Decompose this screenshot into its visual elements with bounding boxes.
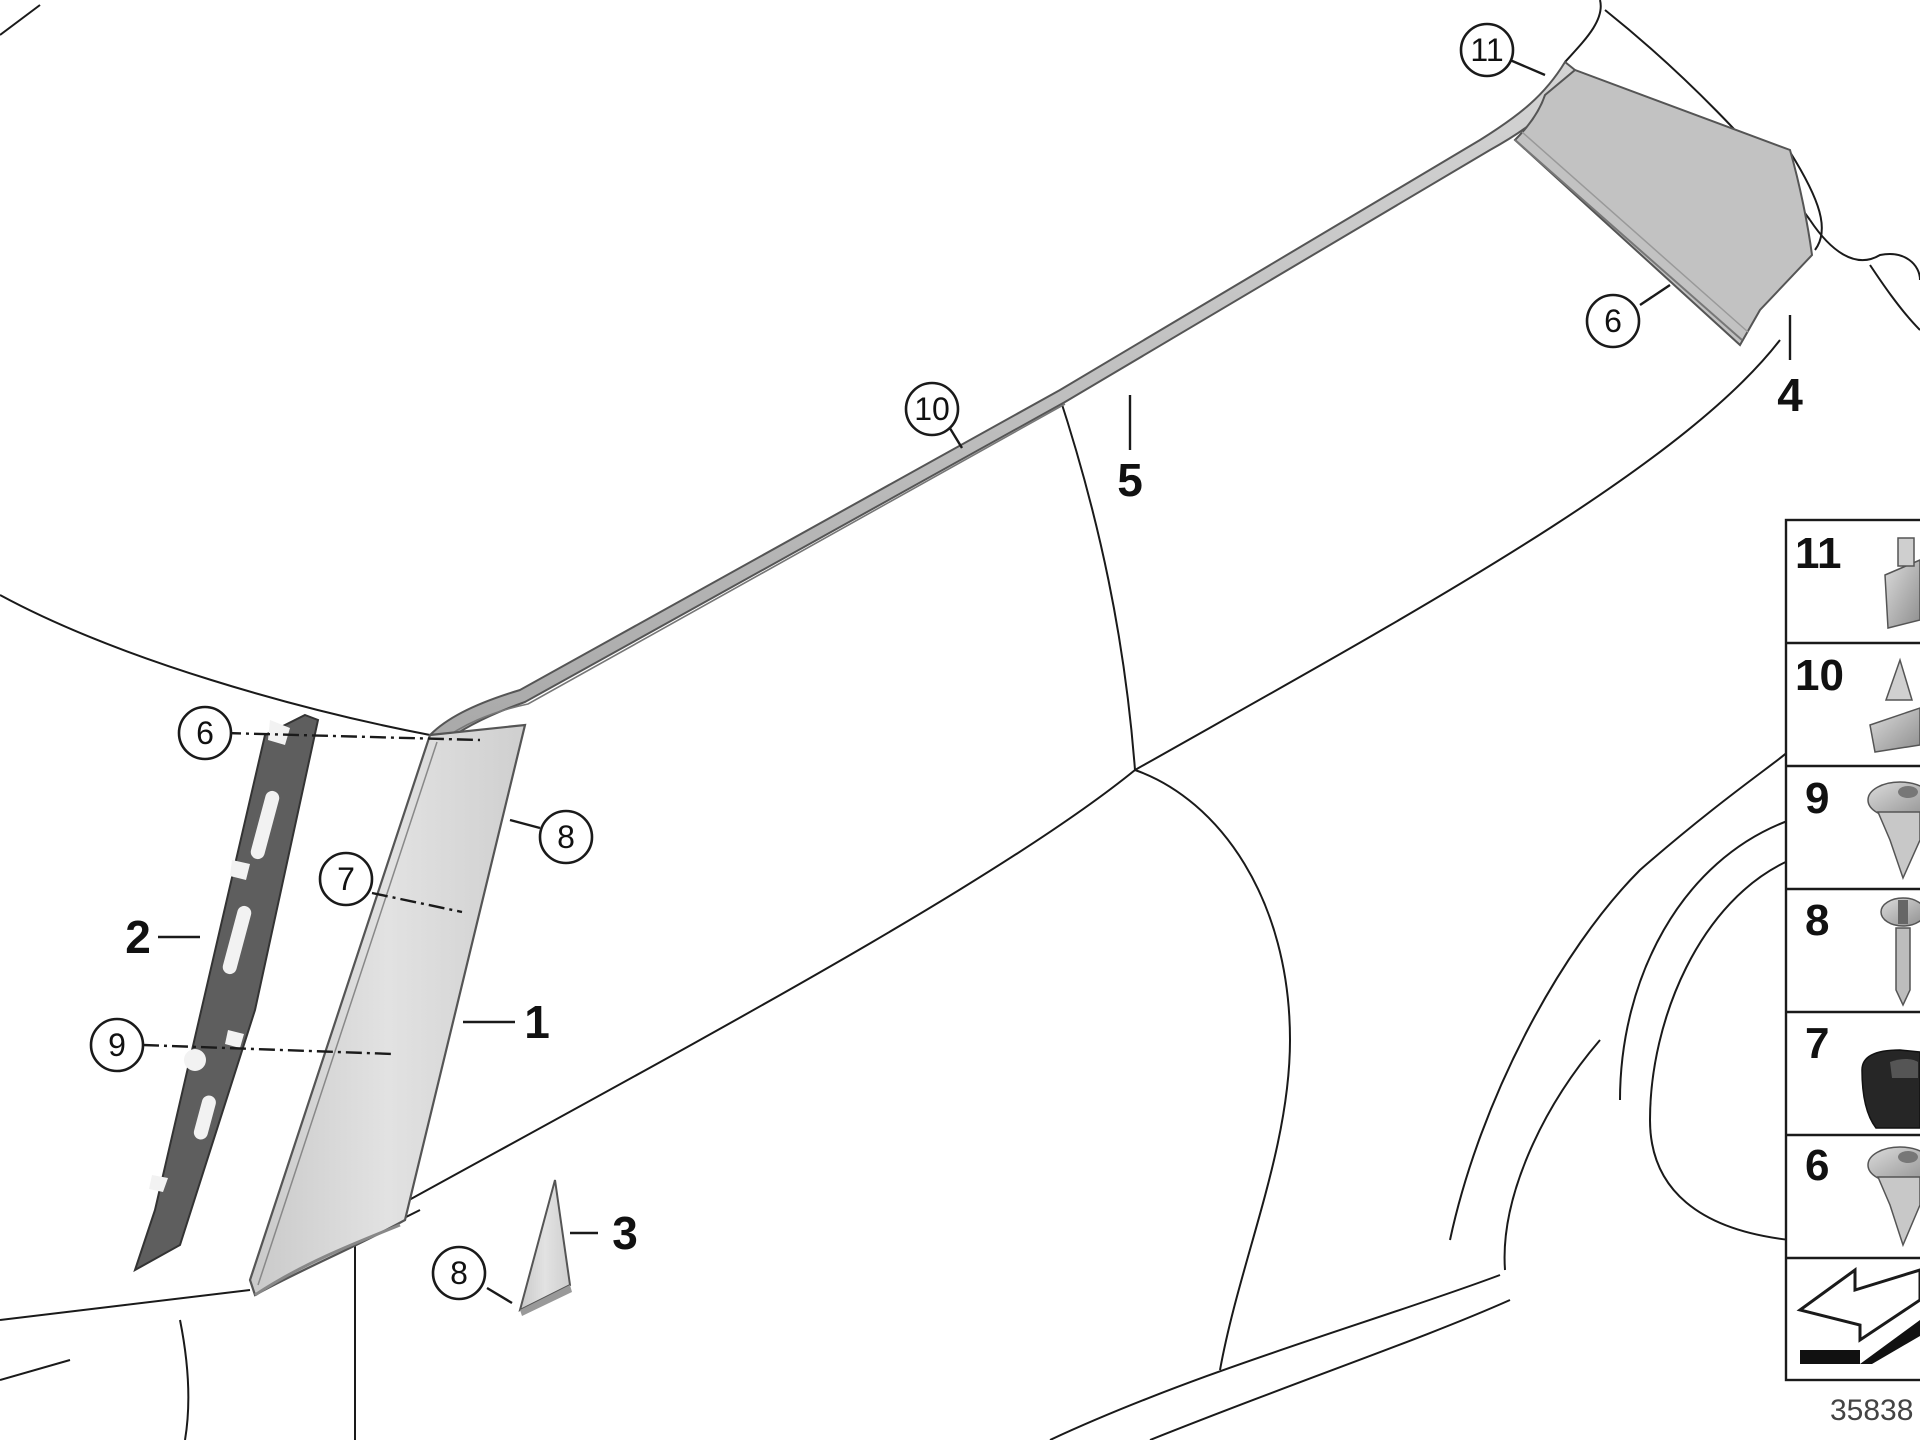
svg-text:10: 10 xyxy=(914,391,950,427)
a-pillar-trim xyxy=(248,723,527,1297)
svg-text:8: 8 xyxy=(557,819,575,855)
legend-row-10: 10 xyxy=(1795,651,1920,753)
label-3: 3 xyxy=(612,1207,638,1259)
legend-row-11: 11 xyxy=(1795,529,1920,629)
label-1: 1 xyxy=(524,996,550,1048)
a-pillar-bracket xyxy=(133,713,320,1273)
clip-11-icon xyxy=(1884,537,1920,629)
svg-text:6: 6 xyxy=(1604,303,1622,339)
label-5: 5 xyxy=(1117,454,1143,506)
svg-text:6: 6 xyxy=(1805,1141,1829,1190)
callout-7: 7 xyxy=(318,851,374,907)
roof-moulding-strip xyxy=(428,60,1577,744)
svg-text:6: 6 xyxy=(196,715,214,751)
push-rivet-6-icon xyxy=(1867,1146,1920,1248)
svg-text:8: 8 xyxy=(1805,896,1829,945)
legend-row-9: 9 xyxy=(1805,774,1920,881)
svg-text:7: 7 xyxy=(337,861,355,897)
push-rivet-9-icon xyxy=(1867,781,1920,881)
label-2: 2 xyxy=(125,911,151,963)
leader-lines xyxy=(142,58,1792,1305)
screw-8-icon xyxy=(1880,897,1920,1007)
callout-6-front: 6 xyxy=(177,705,233,761)
callout-10: 10 xyxy=(904,381,960,437)
svg-text:7: 7 xyxy=(1805,1019,1829,1068)
legend-row-6: 6 xyxy=(1805,1141,1920,1248)
label-4: 4 xyxy=(1777,369,1803,421)
rear-quarter-trim xyxy=(1513,68,1814,347)
fastener-legend: 11 10 9 8 xyxy=(1784,518,1920,1382)
triangle-trim xyxy=(518,1179,572,1316)
legend-row-7: 7 xyxy=(1805,1019,1920,1129)
callout-9: 9 xyxy=(89,1017,145,1073)
svg-text:8: 8 xyxy=(450,1255,468,1291)
callout-8-pillar: 8 xyxy=(538,809,594,865)
callout-6-rear: 6 xyxy=(1585,293,1641,349)
clip-10-icon xyxy=(1869,657,1920,753)
svg-text:9: 9 xyxy=(108,1027,126,1063)
legend-row-8: 8 xyxy=(1805,896,1920,1007)
direction-arrow-icon xyxy=(1796,1267,1920,1364)
callout-11: 11 xyxy=(1459,22,1515,78)
diagram-number: 35838 xyxy=(1830,1394,1913,1427)
svg-text:11: 11 xyxy=(1470,32,1503,68)
svg-text:11: 11 xyxy=(1795,529,1842,578)
svg-text:9: 9 xyxy=(1805,774,1829,823)
svg-text:10: 10 xyxy=(1795,651,1844,700)
callout-8-bottom: 8 xyxy=(431,1245,487,1301)
nut-7-icon xyxy=(1861,1049,1920,1129)
